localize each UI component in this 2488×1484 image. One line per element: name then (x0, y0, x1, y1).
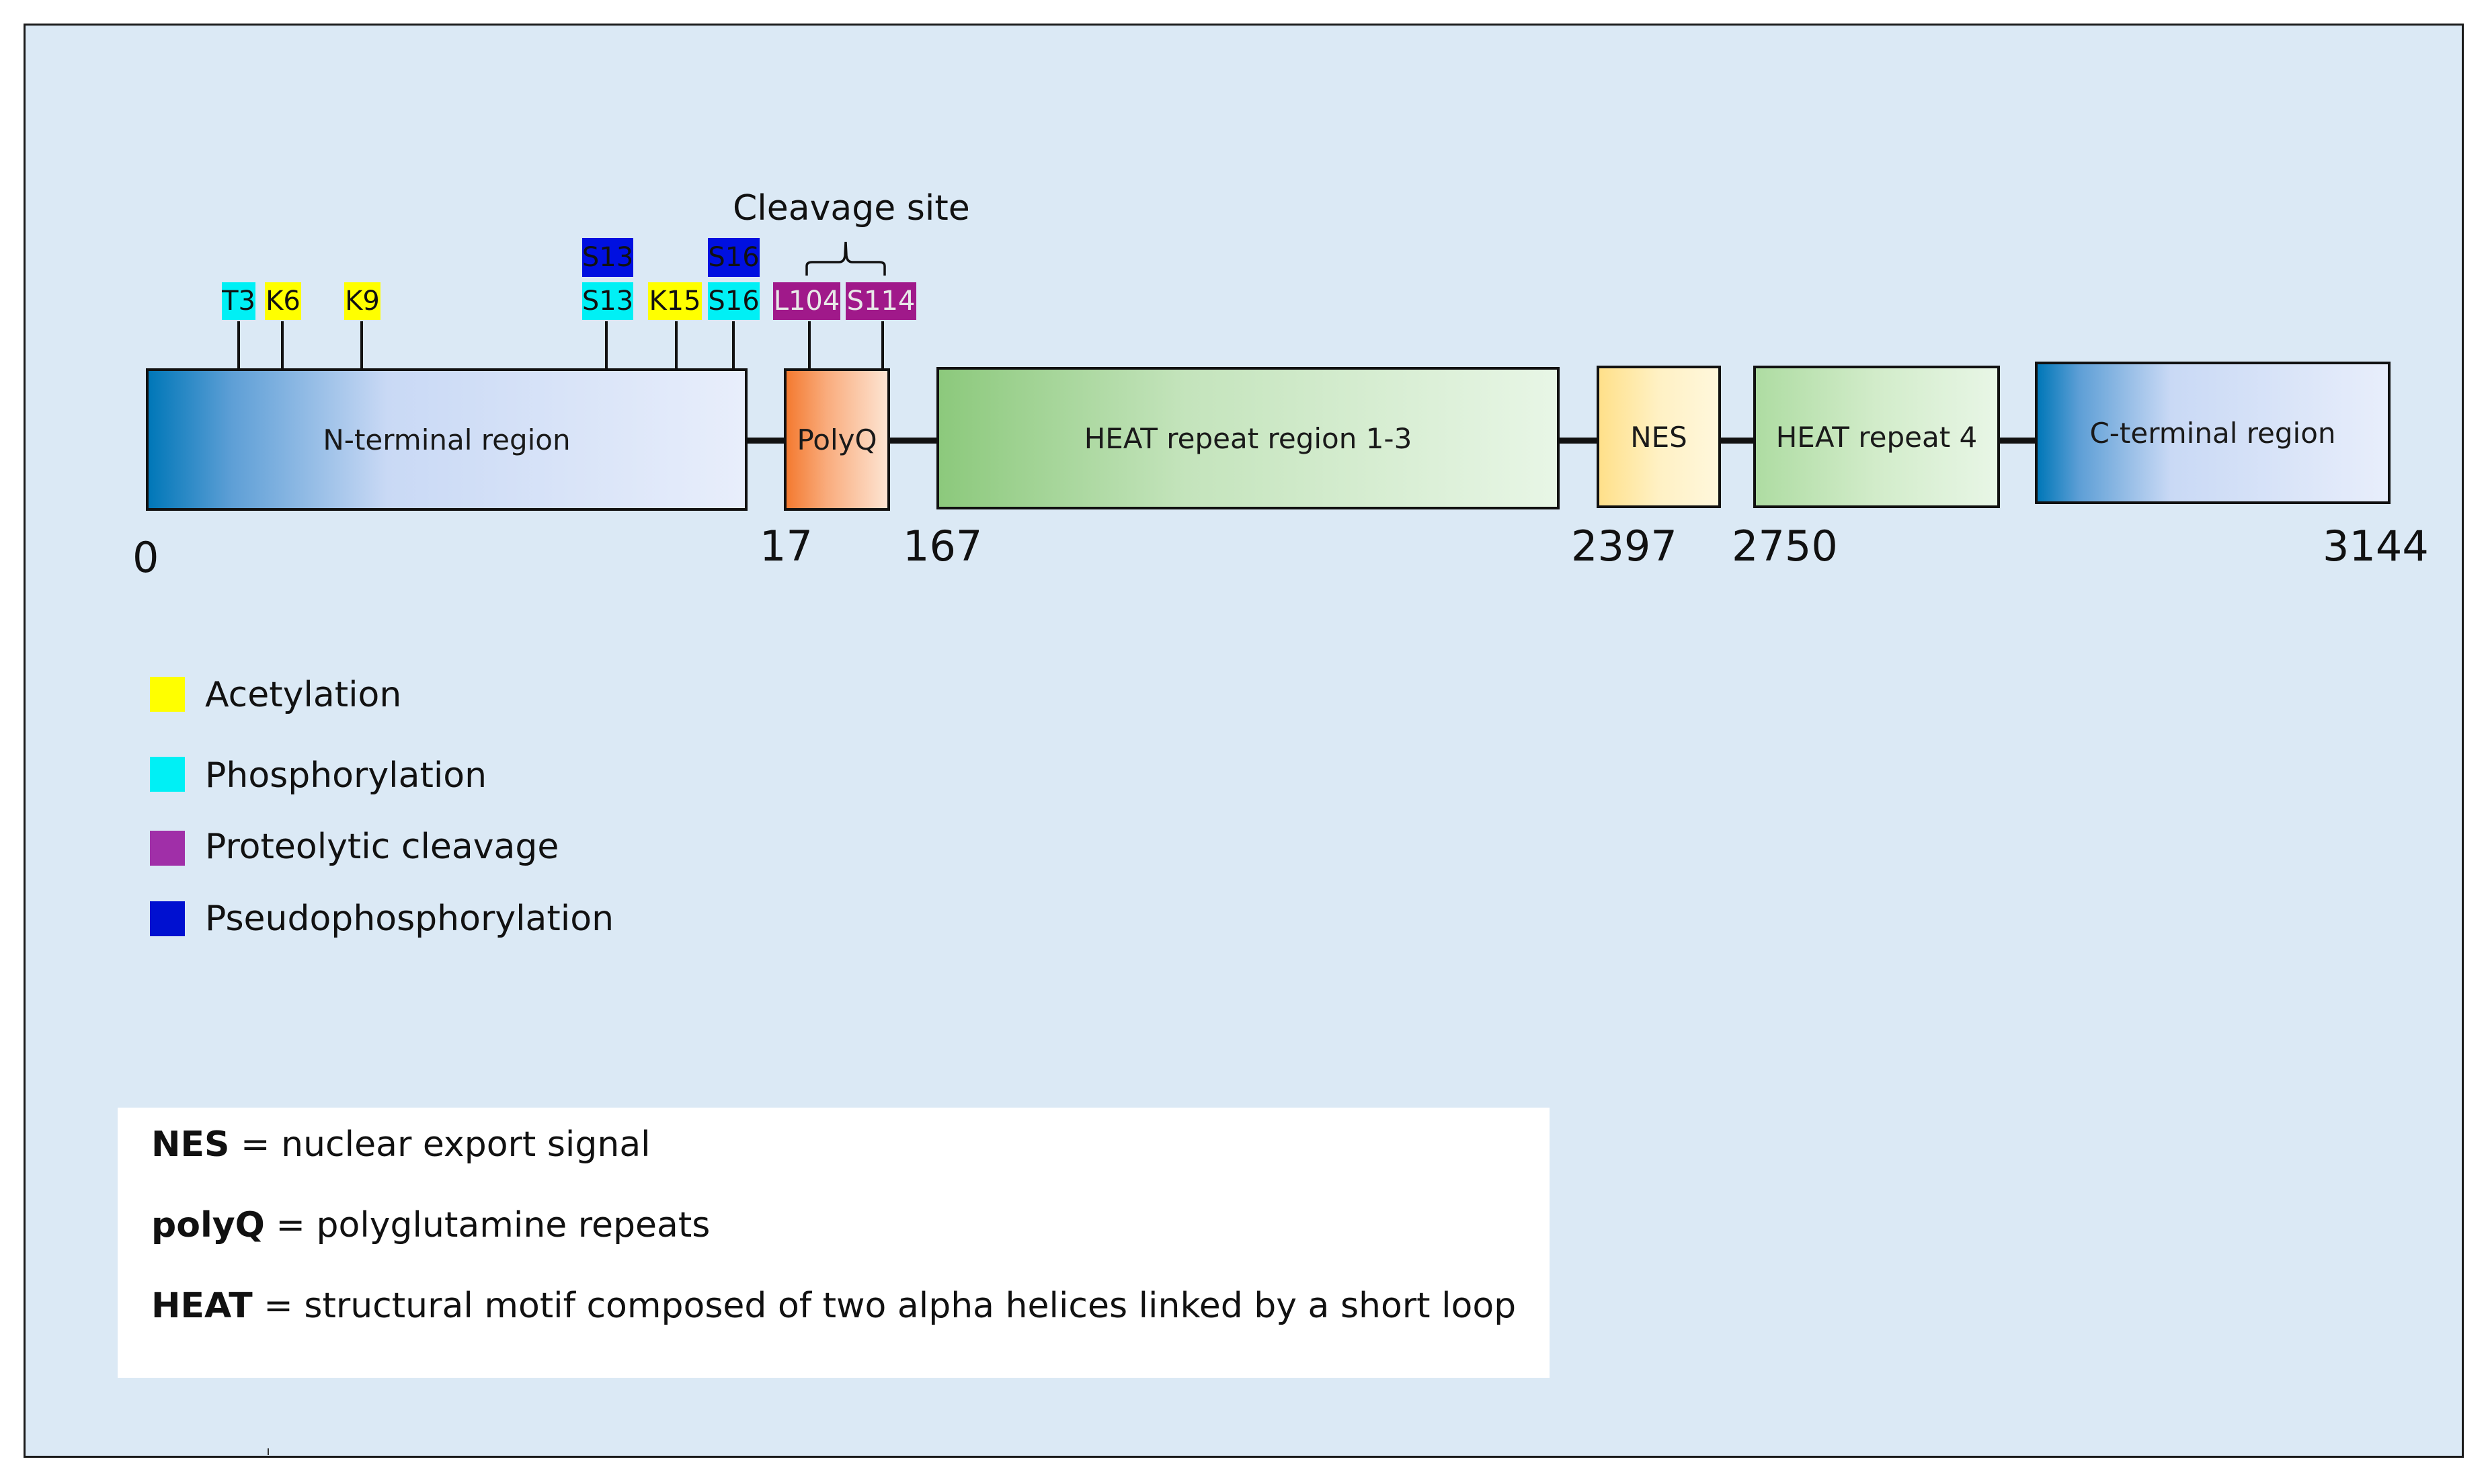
site-k6: K6 (265, 282, 301, 320)
site-s16-pseudo: S16 (708, 238, 760, 277)
stem-k15 (675, 321, 678, 370)
position-2750: 2750 (1732, 522, 1838, 571)
linker-n-polyq (748, 438, 788, 444)
stem-t3 (237, 321, 240, 370)
legend-swatch-pseudophosphorylation (150, 901, 185, 936)
abbreviation-term: NES (151, 1124, 230, 1165)
site-s114: S114 (846, 282, 916, 320)
nes-label: NES (1630, 420, 1687, 454)
stem-l104 (808, 321, 811, 370)
legend-swatch-proteolytic-cleavage (150, 831, 185, 866)
position-17: 17 (760, 522, 813, 571)
c-terminal-label: C-terminal region (2089, 416, 2336, 450)
linker-nes-heat4 (1718, 438, 1756, 444)
legend-label-proteolytic-cleavage: Proteolytic cleavage (205, 827, 559, 867)
linker-polyq-heat (889, 438, 939, 444)
abbreviation-heat: HEAT = structural motif composed of two … (151, 1286, 1516, 1326)
legend-label-phosphorylation: Phosphorylation (205, 755, 487, 796)
linker-heat4-c (1998, 438, 2038, 444)
abbreviation-term: HEAT (151, 1286, 253, 1326)
site-s13-pseudo: S13 (582, 238, 633, 277)
stem-s13 (605, 321, 608, 370)
stem-s16 (732, 321, 735, 370)
abbreviation-definition: = nuclear export signal (229, 1124, 651, 1165)
site-t3: T3 (222, 282, 255, 320)
linker-heat-nes (1557, 438, 1599, 444)
position-0: 0 (132, 533, 159, 582)
legend-label-pseudophosphorylation: Pseudophosphorylation (205, 899, 614, 939)
position-167: 167 (903, 522, 983, 571)
legend-swatch-phosphorylation (150, 757, 185, 792)
nes-region: NES (1597, 366, 1721, 508)
abbreviation-definition: = structural motif composed of two alpha… (252, 1286, 1517, 1326)
polyq-label: PolyQ (797, 423, 877, 456)
abbreviations-box: NES = nuclear export signal polyQ = poly… (118, 1108, 1550, 1378)
site-s16-phospho: S16 (708, 282, 760, 320)
polyq-region: PolyQ (784, 368, 890, 511)
n-terminal-label: N-terminal region (323, 423, 571, 456)
abbreviation-term: polyQ (151, 1205, 265, 1245)
heat-1-3-label: HEAT repeat region 1-3 (1084, 421, 1412, 455)
stem-k9 (360, 321, 363, 370)
cleavage-site-title: Cleavage site (733, 188, 970, 229)
site-k9: K9 (344, 282, 380, 320)
stem-k6 (281, 321, 284, 370)
stem-s114 (881, 321, 884, 370)
cleavage-site-brace (805, 241, 886, 276)
heat-repeat-4: HEAT repeat 4 (1753, 366, 2000, 508)
legend-label-acetylation: Acetylation (205, 675, 402, 715)
position-2397: 2397 (1571, 522, 1677, 571)
heat-4-label: HEAT repeat 4 (1775, 420, 1978, 454)
n-terminal-region: N-terminal region (146, 368, 748, 511)
site-k15: K15 (648, 282, 702, 320)
position-3144: 3144 (2323, 522, 2429, 571)
heat-repeat-region-1-3: HEAT repeat region 1-3 (936, 367, 1560, 509)
abbreviation-definition: = polyglutamine repeats (264, 1205, 711, 1245)
abbreviation-polyq: polyQ = polyglutamine repeats (151, 1205, 710, 1245)
site-s13-phospho: S13 (582, 282, 633, 320)
legend-swatch-acetylation (150, 677, 185, 712)
panel-tick-mark (268, 1448, 269, 1455)
abbreviation-nes: NES = nuclear export signal (151, 1124, 651, 1165)
c-terminal-region: C-terminal region (2035, 362, 2391, 504)
site-l104: L104 (773, 282, 840, 320)
